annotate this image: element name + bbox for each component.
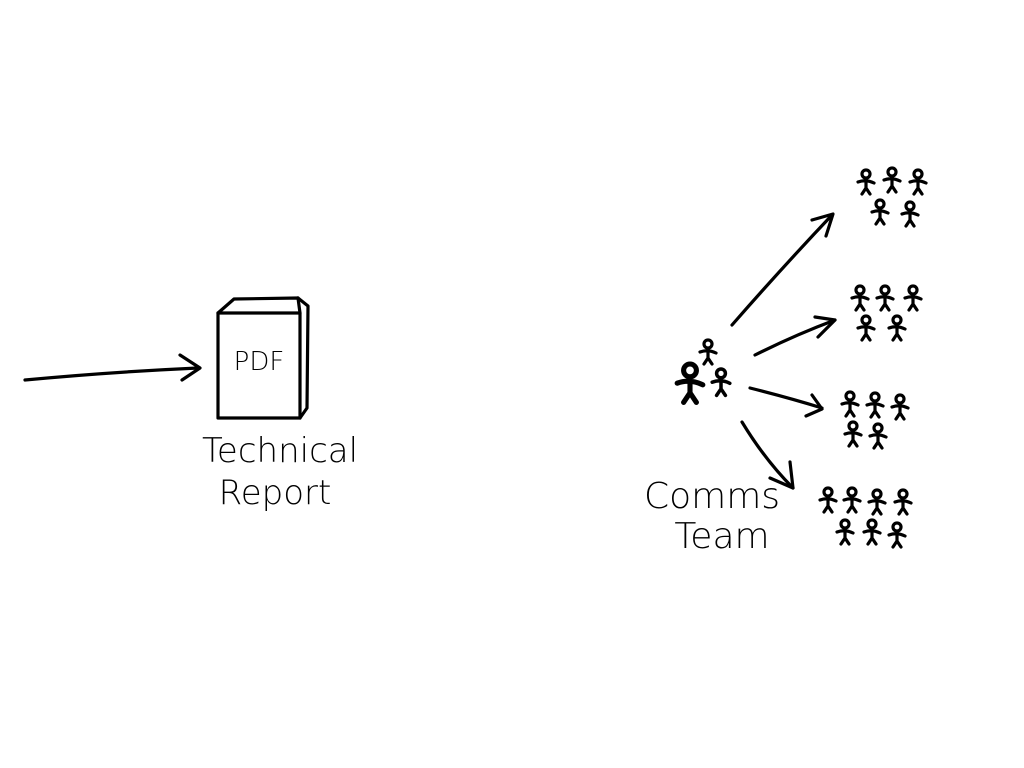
team-label: Team (674, 516, 769, 557)
comms-team-person-icon (674, 361, 706, 405)
audience-person-icon (893, 488, 913, 516)
audience-person-icon (856, 314, 876, 342)
pdf-document-icon: PDF (216, 296, 310, 420)
arrow-to-group-3 (748, 386, 824, 418)
pdf-label: PDF (234, 347, 285, 377)
audience-person-icon (890, 393, 910, 421)
audience-person-icon (868, 422, 888, 450)
audience-person-icon (875, 284, 895, 312)
audience-person-icon (908, 168, 928, 196)
report-label: Report (219, 473, 332, 513)
people-figures (674, 166, 928, 549)
audience-person-icon (843, 420, 863, 448)
audience-person-icon (867, 488, 887, 516)
audience-person-icon (887, 521, 907, 549)
audience-person-icon (856, 168, 876, 196)
comms-label: Comms (644, 476, 780, 517)
audience-person-icon (862, 518, 882, 546)
audience-person-icon (887, 314, 907, 342)
audience-person-icon (882, 166, 902, 194)
audience-person-icon (818, 486, 838, 514)
audience-person-icon (865, 391, 885, 419)
audience-person-icon (835, 518, 855, 546)
arrow-to-group-1 (730, 212, 835, 327)
arrow-to-group-2 (753, 315, 837, 357)
audience-person-icon (850, 284, 870, 312)
technical-label: Technical (202, 431, 358, 471)
audience-person-icon (840, 390, 860, 418)
arrow-to-group-4 (740, 420, 795, 490)
audience-person-icon (842, 486, 862, 514)
audience-person-icon (870, 198, 890, 226)
comms-team-person-icon (698, 338, 718, 366)
comms-team-person-icon (710, 367, 732, 398)
audience-person-icon (903, 284, 923, 312)
audience-person-icon (900, 200, 920, 228)
incoming-arrow (23, 353, 202, 382)
